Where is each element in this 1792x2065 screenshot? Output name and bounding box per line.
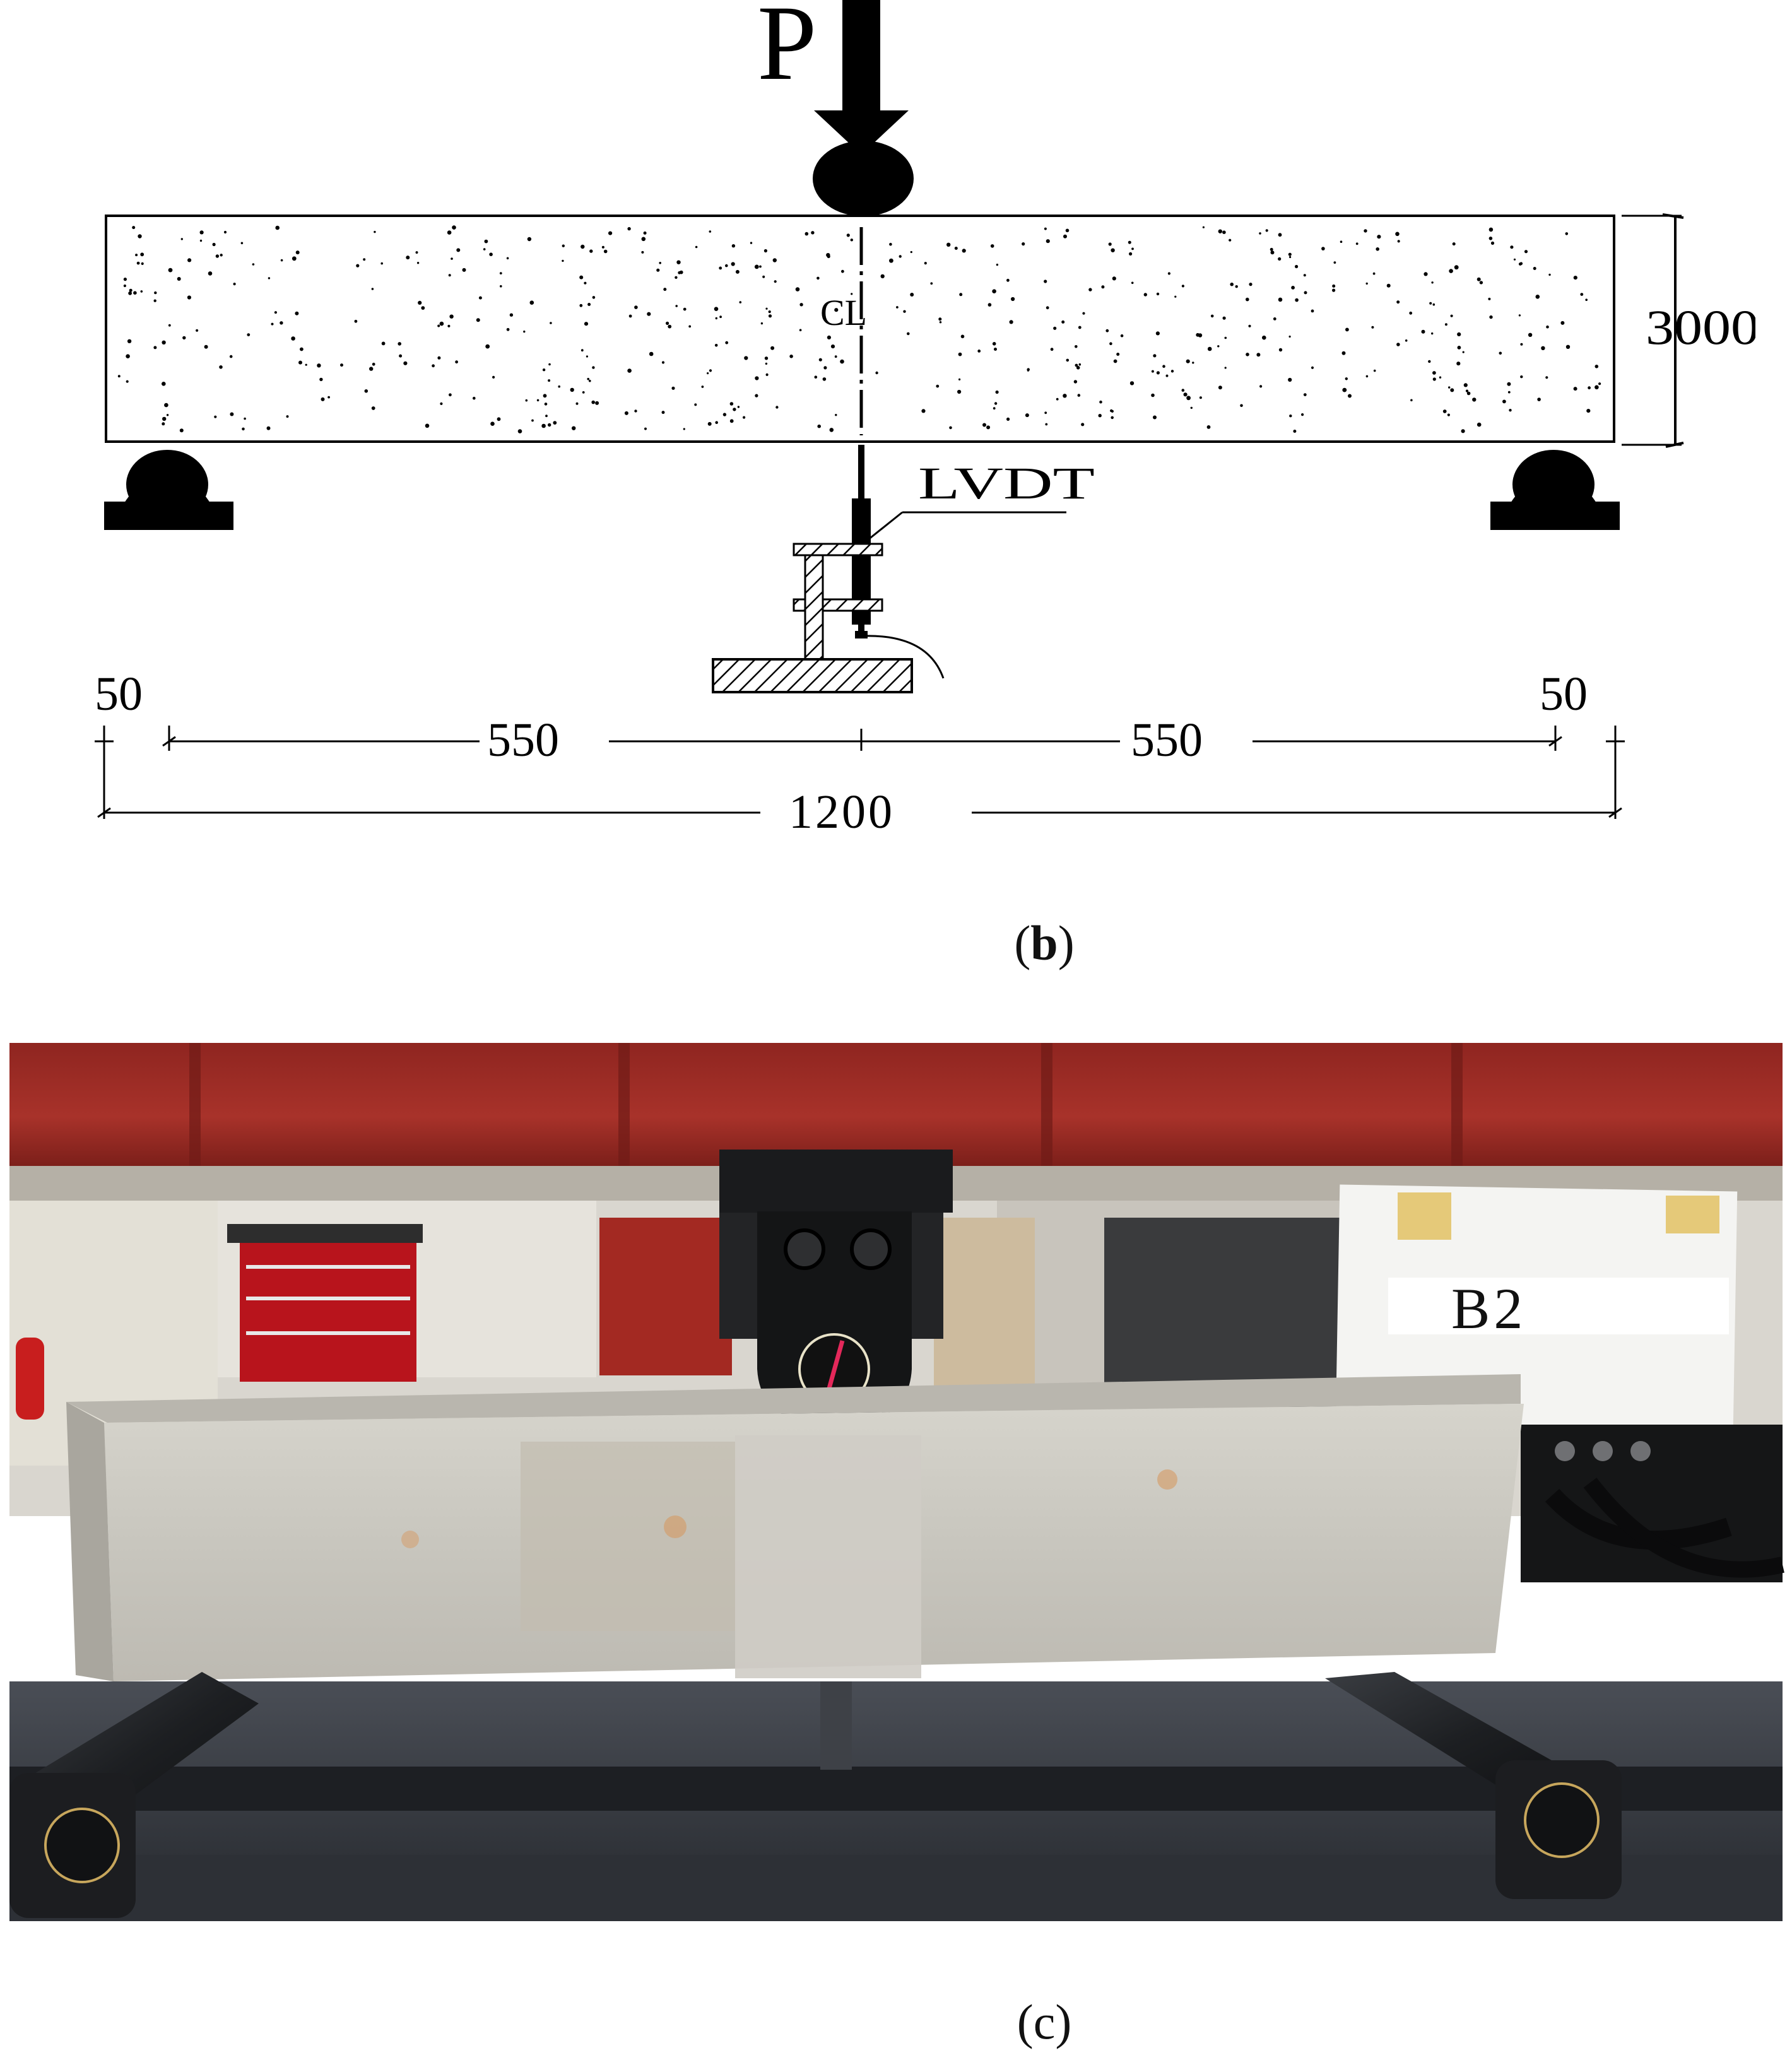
- red-tool-cabinet: [227, 1224, 423, 1382]
- dim-right-span: 550: [1131, 714, 1203, 767]
- reaction-frame: [9, 1043, 1783, 1166]
- height-label: 3000: [1646, 300, 1759, 355]
- photo-panel: B2: [9, 1043, 1784, 1921]
- dim-right-overhang: 50: [1540, 668, 1588, 721]
- right-support: [1490, 450, 1620, 530]
- load-roller: [813, 141, 914, 216]
- test-bed: [9, 1681, 1783, 1921]
- caption-c: (c): [1017, 1994, 1072, 2049]
- centerline-label: CL: [820, 292, 867, 333]
- concrete-beam-specimen: [66, 1374, 1524, 1681]
- specimen-tag-card: B2: [1335, 1184, 1738, 1432]
- dim-left-span: 550: [487, 714, 559, 767]
- caption-c-letter: c: [1033, 1994, 1056, 2049]
- loading-head: [719, 1150, 953, 1426]
- caption-b-letter: b: [1030, 915, 1058, 970]
- concrete-aggregate-dots: [117, 225, 1601, 433]
- caption-b: (b): [1014, 915, 1075, 970]
- lvdt-label: LVDT: [918, 458, 1095, 509]
- right-support-roller: [1325, 1672, 1622, 1899]
- height-dimension: [1622, 213, 1684, 448]
- red-column: [599, 1218, 732, 1375]
- height-label-crop: [1755, 297, 1792, 360]
- lvdt-assembly: [712, 445, 1066, 693]
- dimension-chain-total: [95, 726, 1625, 819]
- load-label: P: [757, 0, 817, 102]
- fire-extinguisher: [16, 1338, 44, 1420]
- schematic-panel: P CL 3000: [95, 0, 1792, 838]
- hydraulic-panel: [1521, 1425, 1784, 1582]
- left-support-roller: [9, 1672, 259, 1918]
- dim-total: 1200: [789, 785, 895, 838]
- left-support: [104, 450, 233, 530]
- load-arrow: [814, 0, 909, 155]
- dim-left-overhang: 50: [95, 668, 143, 721]
- dimension-chain-spans: [162, 726, 1562, 751]
- specimen-tag-label: B2: [1451, 1276, 1526, 1341]
